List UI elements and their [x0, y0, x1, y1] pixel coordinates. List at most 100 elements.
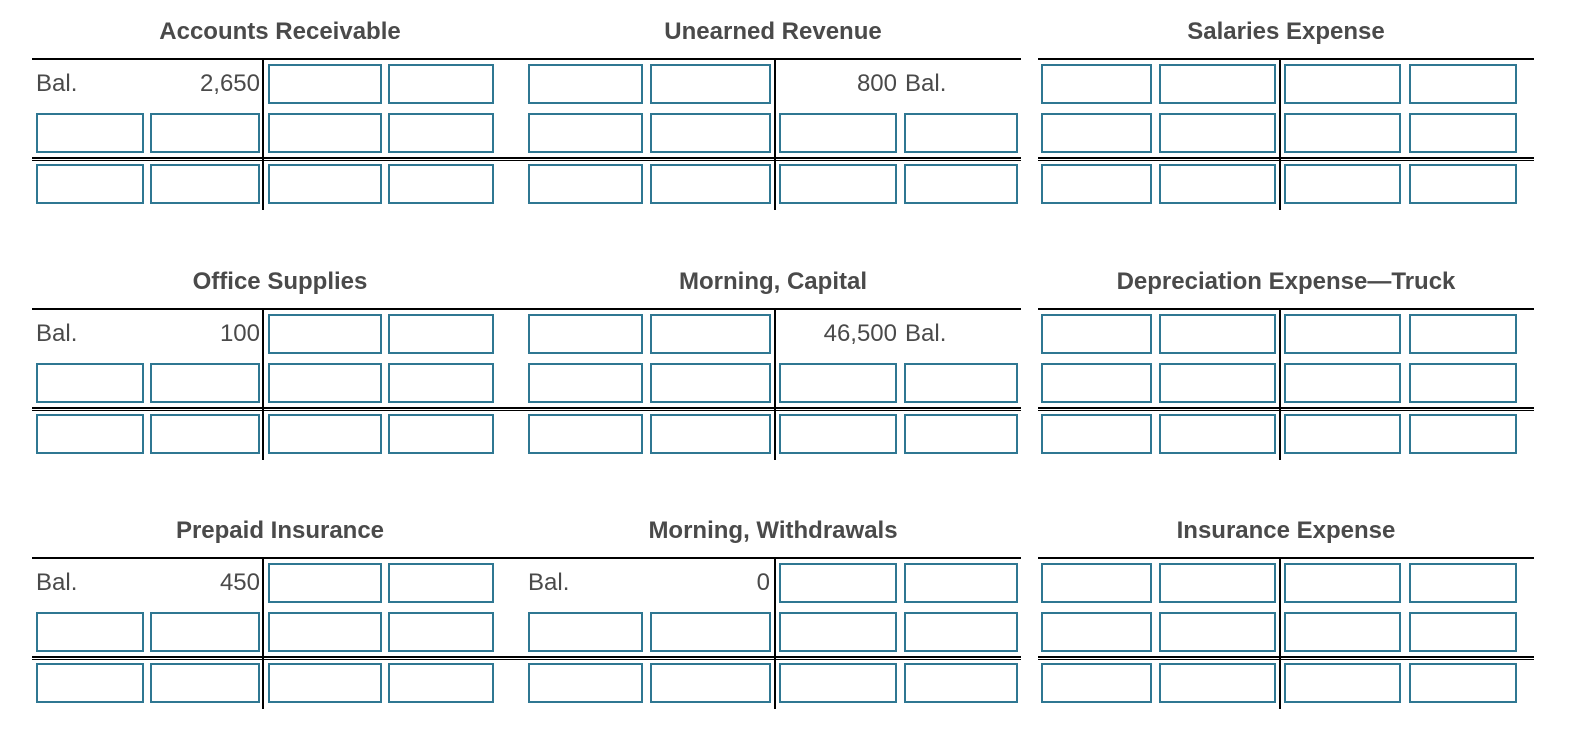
debit-label-input[interactable]: [1041, 314, 1152, 354]
credit-total-label-input[interactable]: [1284, 164, 1401, 204]
credit-total-amount-input[interactable]: [904, 414, 1018, 454]
debit-label-input[interactable]: [528, 363, 643, 403]
debit-total-amount-input[interactable]: [150, 414, 260, 454]
debit-amount-input[interactable]: [1159, 314, 1276, 354]
debit-total-amount-input[interactable]: [1159, 414, 1276, 454]
credit-amount-input[interactable]: [388, 612, 494, 652]
debit-total-label-input[interactable]: [528, 414, 643, 454]
credit-amount-input[interactable]: [904, 363, 1018, 403]
credit-total-label-input[interactable]: [779, 663, 897, 703]
debit-total-label-input[interactable]: [36, 414, 144, 454]
credit-total-amount-input[interactable]: [1409, 164, 1517, 204]
credit-amount-input[interactable]: [904, 113, 1018, 153]
debit-total-amount-input[interactable]: [150, 663, 260, 703]
credit-amount-input[interactable]: [904, 612, 1018, 652]
debit-amount-input[interactable]: [1159, 363, 1276, 403]
debit-amount-input[interactable]: [650, 363, 771, 403]
credit-label-input[interactable]: [268, 563, 382, 603]
debit-amount-input[interactable]: [650, 314, 771, 354]
debit-label-input[interactable]: [528, 113, 643, 153]
debit-label-input[interactable]: [1041, 612, 1152, 652]
total-row: [32, 663, 528, 703]
credit-label-input[interactable]: [1284, 363, 1401, 403]
debit-label-input[interactable]: [36, 113, 144, 153]
credit-total-amount-input[interactable]: [388, 663, 494, 703]
credit-total-label-input[interactable]: [268, 663, 382, 703]
credit-amount-input[interactable]: [1409, 64, 1517, 104]
credit-label-input[interactable]: [268, 363, 382, 403]
credit-label-input[interactable]: [1284, 563, 1401, 603]
debit-total-label-input[interactable]: [36, 164, 144, 204]
credit-amount-input[interactable]: [904, 563, 1018, 603]
credit-amount-input[interactable]: [388, 563, 494, 603]
debit-amount-input[interactable]: [150, 363, 260, 403]
debit-total-label-input[interactable]: [36, 663, 144, 703]
credit-total-label-input[interactable]: [268, 164, 382, 204]
credit-amount-input[interactable]: [1409, 612, 1517, 652]
credit-label-input[interactable]: [1284, 113, 1401, 153]
credit-total-label-input[interactable]: [268, 414, 382, 454]
debit-amount-input[interactable]: [1159, 563, 1276, 603]
credit-label-input[interactable]: [779, 612, 897, 652]
debit-amount-input[interactable]: [150, 113, 260, 153]
credit-label-input[interactable]: [779, 113, 897, 153]
debit-amount-input[interactable]: [1159, 612, 1276, 652]
debit-total-amount-input[interactable]: [1159, 663, 1276, 703]
debit-total-label-input[interactable]: [528, 663, 643, 703]
credit-label-input[interactable]: [268, 612, 382, 652]
credit-total-label-input[interactable]: [1284, 414, 1401, 454]
t-account-accounts-receivable: Accounts Receivable Bal. 2,650: [32, 0, 528, 210]
debit-amount-input[interactable]: [650, 64, 771, 104]
credit-label-input[interactable]: [268, 64, 382, 104]
credit-total-amount-input[interactable]: [904, 164, 1018, 204]
debit-label-input[interactable]: [1041, 113, 1152, 153]
debit-label-input[interactable]: [36, 363, 144, 403]
credit-amount-input[interactable]: [388, 363, 494, 403]
debit-label-input[interactable]: [1041, 64, 1152, 104]
credit-total-amount-input[interactable]: [388, 164, 494, 204]
credit-total-amount-input[interactable]: [388, 414, 494, 454]
debit-total-amount-input[interactable]: [650, 164, 771, 204]
credit-amount-input[interactable]: [1409, 113, 1517, 153]
credit-total-amount-input[interactable]: [1409, 663, 1517, 703]
debit-total-label-input[interactable]: [1041, 164, 1152, 204]
debit-total-amount-input[interactable]: [1159, 164, 1276, 204]
debit-total-amount-input[interactable]: [650, 663, 771, 703]
debit-label-input[interactable]: [1041, 563, 1152, 603]
credit-total-amount-input[interactable]: [1409, 414, 1517, 454]
debit-total-label-input[interactable]: [1041, 414, 1152, 454]
debit-label-input[interactable]: [528, 314, 643, 354]
top-rule: [1038, 557, 1534, 559]
debit-label-input[interactable]: [528, 612, 643, 652]
credit-label-input[interactable]: [1284, 612, 1401, 652]
debit-total-amount-input[interactable]: [150, 164, 260, 204]
credit-total-label-input[interactable]: [779, 164, 897, 204]
credit-label-input[interactable]: [779, 563, 897, 603]
credit-amount-input[interactable]: [1409, 314, 1517, 354]
debit-amount-input[interactable]: [650, 113, 771, 153]
credit-amount-input[interactable]: [1409, 363, 1517, 403]
debit-amount-input[interactable]: [650, 612, 771, 652]
debit-amount-input[interactable]: [150, 612, 260, 652]
credit-amount-input[interactable]: [388, 314, 494, 354]
credit-label-input[interactable]: [268, 314, 382, 354]
credit-total-amount-input[interactable]: [904, 663, 1018, 703]
credit-amount-input[interactable]: [388, 113, 494, 153]
credit-total-label-input[interactable]: [1284, 663, 1401, 703]
credit-label-input[interactable]: [779, 363, 897, 403]
debit-total-label-input[interactable]: [528, 164, 643, 204]
credit-amount-input[interactable]: [1409, 563, 1517, 603]
debit-label-input[interactable]: [528, 64, 643, 104]
credit-label-input[interactable]: [1284, 64, 1401, 104]
total-rule: [525, 656, 1021, 660]
debit-total-amount-input[interactable]: [650, 414, 771, 454]
debit-total-label-input[interactable]: [1041, 663, 1152, 703]
debit-amount-input[interactable]: [1159, 64, 1276, 104]
credit-total-label-input[interactable]: [779, 414, 897, 454]
credit-label-input[interactable]: [1284, 314, 1401, 354]
credit-amount-input[interactable]: [388, 64, 494, 104]
debit-label-input[interactable]: [36, 612, 144, 652]
credit-label-input[interactable]: [268, 113, 382, 153]
debit-amount-input[interactable]: [1159, 113, 1276, 153]
debit-label-input[interactable]: [1041, 363, 1152, 403]
